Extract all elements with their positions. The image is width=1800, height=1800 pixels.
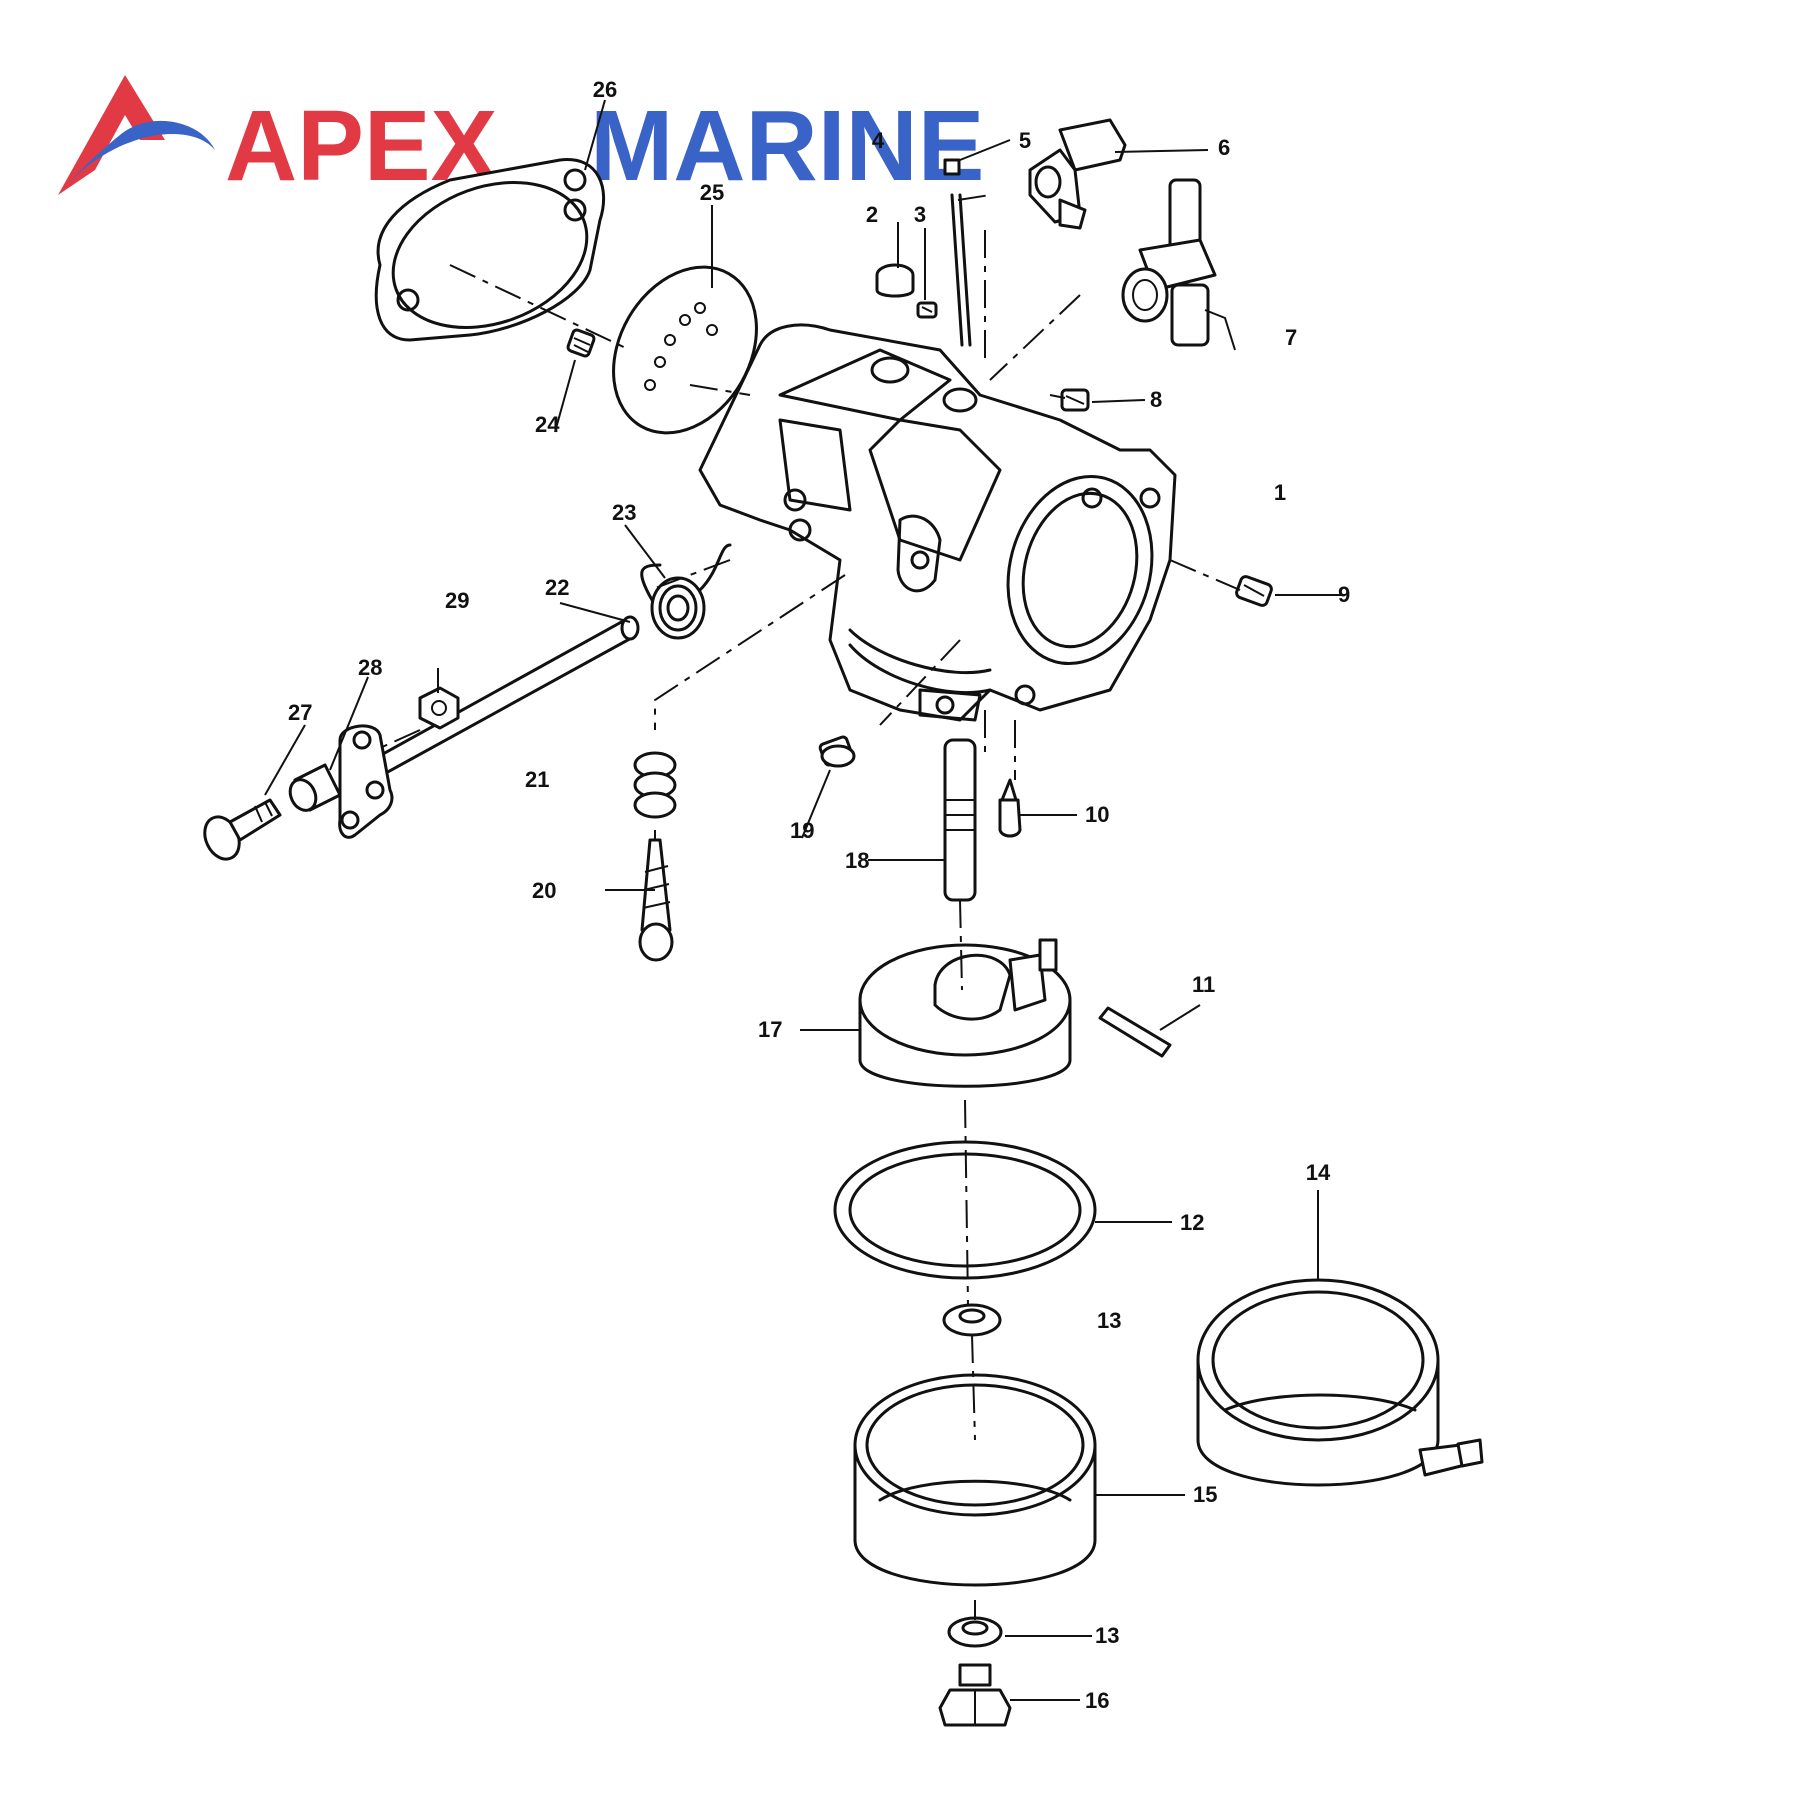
part-29-nut	[418, 686, 460, 730]
callout-4: 4	[872, 128, 885, 153]
callout-9: 9	[1338, 582, 1350, 607]
part-22-shaft	[343, 615, 640, 792]
part-19-screw	[818, 735, 856, 768]
callout-2: 2	[866, 202, 878, 227]
part-24-screw	[566, 328, 596, 358]
part-11-pin	[1098, 1006, 1172, 1058]
part-14-float-bowl	[1196, 1278, 1484, 1487]
leader-lines	[264, 99, 1345, 1701]
part-6-fitting	[1028, 118, 1127, 230]
part-18-jet	[943, 738, 977, 902]
callout-18: 18	[845, 848, 869, 873]
callout-5: 5	[1019, 128, 1031, 153]
callout-21: 21	[525, 767, 549, 792]
part-15-float-bowl	[853, 1373, 1097, 1587]
callout-14: 14	[1306, 1160, 1331, 1185]
part-16-nut	[938, 1663, 1012, 1727]
callout-3: 3	[914, 202, 926, 227]
part-1-carburetor-body	[698, 323, 1177, 722]
part-13-washer-upper	[942, 1303, 1002, 1337]
callout-labels: 1 2 3 4 5 6 7 8 9 10 11 12 13 13 14 15 1…	[288, 77, 1350, 1713]
callout-17: 17	[758, 1017, 782, 1042]
part-7-t-fitting	[1121, 178, 1217, 347]
part-9-screw	[1235, 575, 1273, 607]
part-23-spring	[640, 543, 732, 640]
part-8-screw	[1060, 388, 1090, 412]
callout-25: 25	[700, 180, 724, 205]
callout-13-upper: 13	[1097, 1308, 1121, 1333]
part-4-rod	[950, 193, 972, 347]
part-28-bushing	[288, 763, 342, 812]
callout-24: 24	[535, 412, 560, 437]
part-3-screw	[916, 301, 938, 319]
part-2-cap	[875, 263, 915, 298]
part-17-float	[858, 938, 1072, 1088]
callout-26: 26	[593, 77, 617, 102]
part-10-valve	[998, 778, 1022, 838]
callout-20: 20	[532, 878, 556, 903]
part-26-gasket	[374, 158, 606, 342]
logo-mark-icon	[58, 75, 165, 195]
callout-7: 7	[1285, 325, 1297, 350]
part-5-pin	[943, 158, 961, 176]
callout-22: 22	[545, 575, 569, 600]
callout-6: 6	[1218, 135, 1230, 160]
callout-28: 28	[358, 655, 382, 680]
callout-10: 10	[1085, 802, 1109, 827]
callout-12: 12	[1180, 1210, 1204, 1235]
callout-27: 27	[288, 700, 312, 725]
callout-16: 16	[1085, 1688, 1109, 1713]
callout-1: 1	[1274, 480, 1286, 505]
callout-13-lower: 13	[1095, 1623, 1119, 1648]
callout-29: 29	[445, 588, 469, 613]
logo-swoosh-icon	[55, 120, 215, 198]
callout-8: 8	[1150, 387, 1162, 412]
part-21-lever	[338, 724, 394, 839]
part-27-screw	[203, 798, 282, 861]
part-13-washer-lower	[947, 1616, 1003, 1648]
logo-word-marine: MARINE	[590, 90, 984, 202]
callout-15: 15	[1193, 1482, 1217, 1507]
callout-23: 23	[612, 500, 636, 525]
callout-19: 19	[790, 818, 814, 843]
callout-11: 11	[1192, 972, 1215, 997]
part-20-needle	[633, 751, 677, 962]
